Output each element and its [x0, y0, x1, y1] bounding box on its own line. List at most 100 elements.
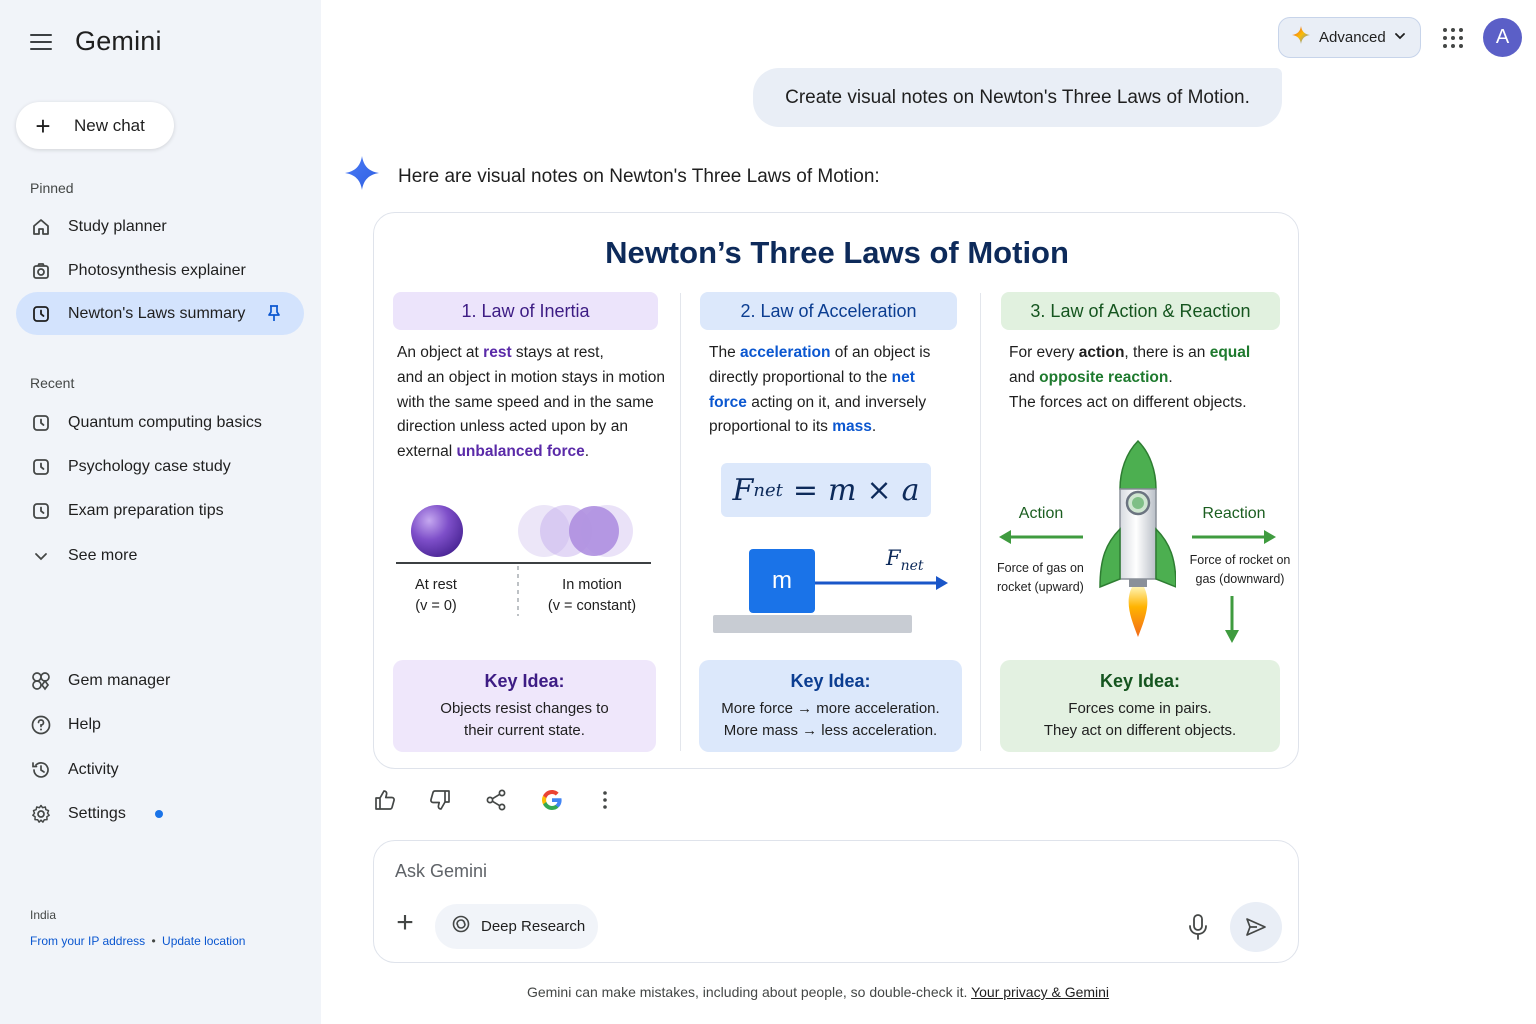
description-line: proportional to its mass. [709, 418, 877, 436]
history-icon [30, 759, 52, 781]
sidebar-item-activity[interactable]: Activity [16, 748, 304, 791]
location-separator: • [151, 934, 156, 948]
law-3-heading: 3. Law of Action & Reaction [1001, 292, 1280, 330]
sidebar-item-label: Study planner [68, 217, 167, 235]
pinned-section-label: Pinned [30, 180, 74, 196]
help-icon [30, 714, 52, 736]
force-diagram [713, 576, 948, 633]
reaction-arrow [1192, 530, 1276, 544]
add-attachment-button[interactable]: + [396, 906, 414, 939]
chat-icon [30, 412, 52, 434]
reaction-description: Force of rocket on gas (downward) [1189, 553, 1291, 586]
sidebar-item-exam-preparation-tips[interactable]: Exam preparation tips [16, 489, 304, 532]
chevron-down-icon [30, 545, 52, 567]
sidebar-item-settings[interactable]: Settings [16, 792, 304, 835]
see-more-label: See more [68, 546, 138, 564]
sidebar-item-label: Activity [68, 760, 119, 778]
main-menu-button[interactable] [28, 30, 56, 54]
law-2-description: The acceleration of an object is directly… [709, 341, 969, 440]
privacy-link[interactable]: Your privacy & Gemini [971, 984, 1110, 1000]
law-1-heading: 1. Law of Inertia [393, 292, 658, 330]
gem-icon [30, 670, 52, 692]
chevron-down-icon [1394, 29, 1406, 47]
chat-icon [30, 303, 52, 325]
law-3-description: For every action, there is an equal and o… [1009, 341, 1279, 415]
apps-grid-icon[interactable] [1443, 28, 1463, 48]
law-2-key-idea: Key Idea: More force → more acceleration… [699, 660, 962, 752]
send-button[interactable] [1230, 902, 1282, 952]
description-line: For every action, there is an equal [1009, 344, 1251, 361]
pin-icon[interactable] [266, 304, 282, 327]
description-line: The acceleration of an object is [709, 344, 931, 361]
description-line: An object at rest stays at rest, [397, 344, 604, 361]
reaction-label: Reaction [1202, 505, 1266, 522]
highlighted-term: action [1078, 344, 1125, 361]
force-label: Fnet [886, 546, 924, 575]
settings-notification-dot [155, 810, 163, 818]
share-icon[interactable] [484, 788, 508, 812]
plus-icon: + [35, 110, 51, 141]
sidebar-item-label: Help [68, 715, 101, 733]
highlighted-term: force [709, 393, 747, 411]
sidebar: Gemini + New chat Pinned Study planner P… [0, 0, 321, 1024]
new-chat-label: New chat [74, 115, 145, 135]
law-1-key-idea: Key Idea: Objects resist changes to thei… [393, 660, 656, 752]
plan-selector-button[interactable]: Advanced [1278, 17, 1421, 58]
sidebar-item-label: Newton's Laws summary [68, 304, 246, 322]
visual-notes-card: Newton’s Three Laws of Motion 1. Law of … [373, 212, 1299, 769]
sidebar-item-quantum-computing-basics[interactable]: Quantum computing basics [16, 401, 304, 444]
sidebar-item-label: Quantum computing basics [68, 413, 262, 431]
description-line: direction unless acted upon by an [397, 418, 628, 436]
user-prompt-bubble: Create visual notes on Newton's Three La… [753, 68, 1282, 127]
disclaimer-text: Gemini can make mistakes, including abou… [526, 984, 1110, 1000]
sidebar-item-psychology-case-study[interactable]: Psychology case study [16, 445, 304, 488]
action-arrow [999, 530, 1083, 544]
sidebar-item-study-planner[interactable]: Study planner [16, 205, 304, 248]
microphone-icon[interactable] [1186, 913, 1210, 941]
ask-gemini-input[interactable]: Ask Gemini [395, 861, 488, 881]
highlighted-term: mass [832, 418, 872, 436]
brand-logo: Gemini [75, 26, 162, 56]
more-vertical-icon[interactable] [593, 788, 617, 812]
chat-icon [30, 456, 52, 478]
description-line: The forces act on different objects. [1009, 393, 1247, 411]
update-location-link[interactable]: Update location [162, 934, 246, 948]
prompt-composer: Ask Gemini + Deep Research [373, 840, 1299, 963]
rocket-illustration [1099, 439, 1176, 637]
description-line: force acting on it, and inversely [709, 393, 927, 411]
deep-research-button[interactable]: Deep Research [435, 904, 598, 949]
camera-icon [30, 260, 52, 282]
new-chat-button[interactable]: + New chat [16, 102, 174, 149]
description-line: and opposite reaction. [1009, 368, 1173, 386]
description-line: directly proportional to the net [709, 368, 915, 386]
thumbs-down-icon[interactable] [428, 788, 452, 812]
see-more-button[interactable]: See more [16, 534, 304, 577]
highlighted-term: rest [483, 344, 512, 361]
google-icon[interactable] [540, 788, 564, 812]
sidebar-item-label: Settings [68, 804, 126, 822]
law-1-description: An object at rest stays at rest,and an o… [397, 341, 677, 465]
highlighted-term: net [891, 368, 915, 386]
highlighted-term: acceleration [740, 344, 831, 361]
sidebar-item-photosynthesis-explainer[interactable]: Photosynthesis explainer [16, 249, 304, 292]
sidebar-item-newtons-laws-summary[interactable]: Newton's Laws summary [16, 292, 304, 335]
sidebar-item-gem-manager[interactable]: Gem manager [16, 659, 304, 702]
plan-label: Advanced [1319, 29, 1386, 46]
ball-at-rest [411, 505, 463, 557]
recent-section-label: Recent [30, 375, 75, 391]
ball-in-motion [569, 506, 619, 556]
description-line: with the same speed and in the same [397, 393, 654, 411]
reply-intro-text: Here are visual notes on Newton's Three … [398, 166, 880, 187]
law-3-key-idea: Key Idea: Forces come in pairs. They act… [1000, 660, 1280, 752]
location-source-link[interactable]: From your IP address [30, 934, 146, 948]
downward-arrow [1225, 596, 1239, 643]
sidebar-item-label: Psychology case study [68, 457, 231, 475]
thumbs-up-icon[interactable] [373, 788, 397, 812]
sidebar-item-help[interactable]: Help [16, 703, 304, 746]
avatar[interactable]: A [1483, 18, 1522, 57]
gear-icon [30, 803, 52, 825]
sidebar-item-label: Gem manager [68, 671, 171, 689]
notes-title: Newton’s Three Laws of Motion [605, 235, 1069, 270]
sidebar-item-label: Exam preparation tips [68, 501, 224, 519]
